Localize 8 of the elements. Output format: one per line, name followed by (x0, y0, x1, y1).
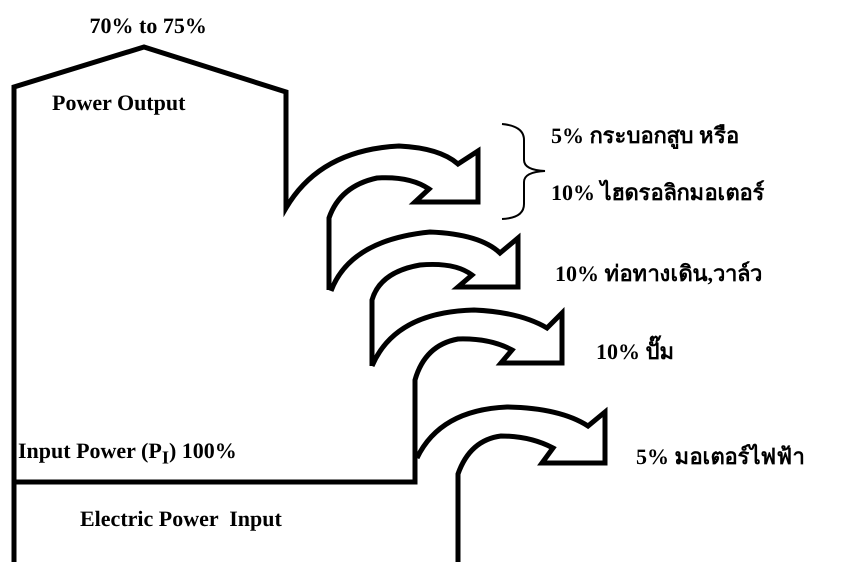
flow-label: 5% กระบอกสูบ หรือ (551, 123, 739, 149)
flow-label: Power Output (52, 90, 186, 116)
flow-label: 10% ไฮดรอลิกมอเตอร์ (551, 180, 764, 206)
flow-label: Input Power (P$_{I}$) 100% (18, 438, 237, 470)
flow-label: 70% to 75% (90, 13, 207, 39)
flow-label: Electric Power Input (80, 506, 282, 532)
flow-label: 5% มอเตอร์ไฟฟ้า (636, 444, 804, 470)
flow-label: 10% ท่อทางเดิน,วาล์ว (555, 261, 762, 287)
